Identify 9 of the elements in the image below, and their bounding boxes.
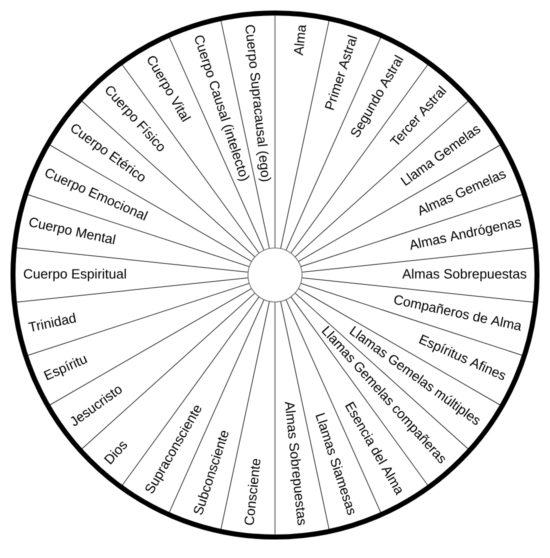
sector-label: Almas Sobrepuestas [402, 268, 526, 282]
sector-label: Almas Andrógenas [410, 220, 522, 250]
sector-label: Almas Sobrepuestas [284, 402, 305, 526]
sector-label: Consciente [244, 458, 260, 525]
sector-label: Alma [294, 25, 306, 56]
sector-label: Trinidad [28, 312, 76, 332]
sector-label: Cuerpo Mental [29, 218, 116, 244]
sector-label: Primer Astral [324, 34, 358, 110]
sector-label: Cuerpo Espiritual [24, 268, 126, 282]
